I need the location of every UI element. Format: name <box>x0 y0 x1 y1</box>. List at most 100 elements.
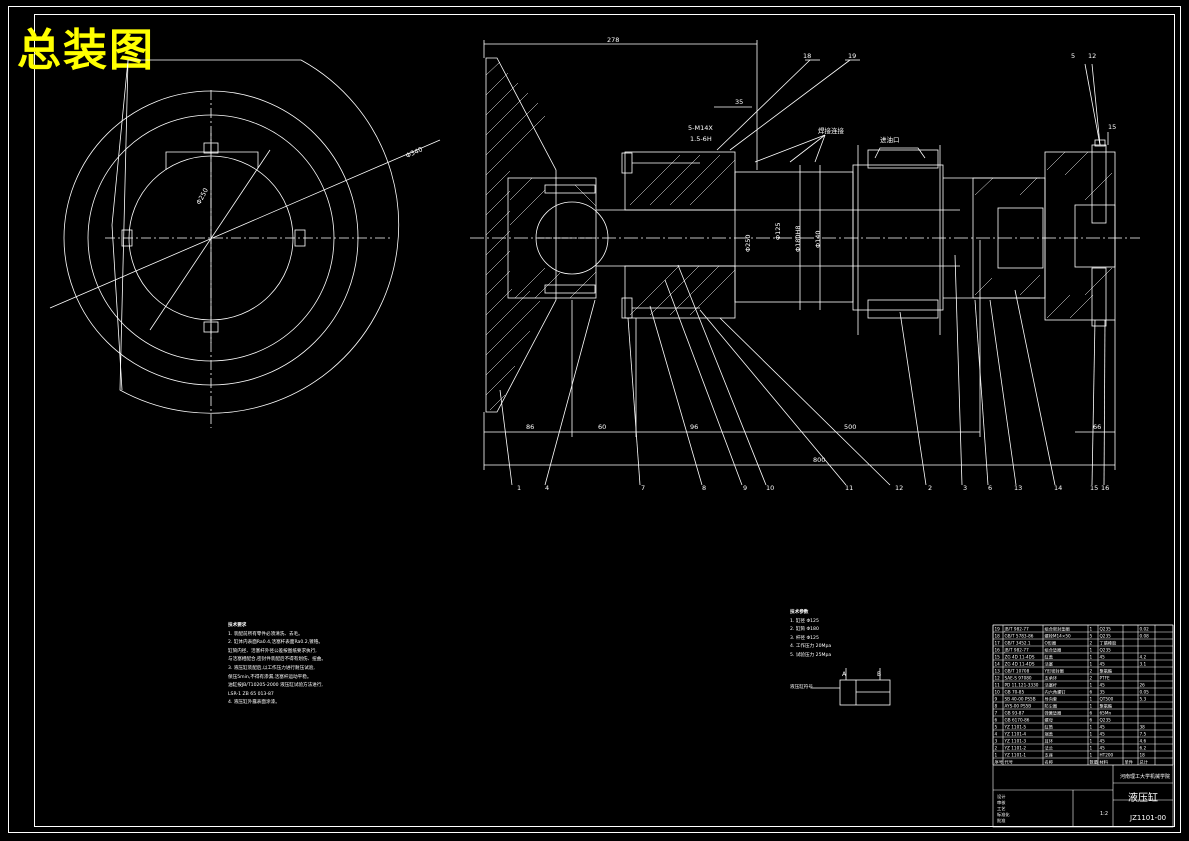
callout-top-5: 5 <box>1071 52 1075 60</box>
bom-cell: 2 <box>1090 641 1093 646</box>
dim-thread-depth: 1.5-6H <box>690 135 712 143</box>
callout-bottom-4: 4 <box>545 484 549 492</box>
bom-cell: 2 <box>1090 676 1093 681</box>
tech-requirement-line: 保压5min,不得有渗漏,活塞杆运动平稳。 <box>228 674 312 680</box>
bom-cell: SB 40-00 PS5B <box>1005 697 1036 702</box>
bom-cell: 支座 <box>1045 752 1053 759</box>
tech-requirements-lines: 1. 装配前所有零件必须清洗、去毛。 2. 缸体内表面Ra0.4,活塞杆表面Ra0… <box>228 631 326 708</box>
bom-cell: GB/T 10708 <box>1005 669 1030 674</box>
dimension-labels: 278 35 5-M14X 1.5-6H 86 60 96 500 800 66… <box>526 36 1116 464</box>
bom-cell: 3.1 <box>1140 662 1147 667</box>
dim-phi250b: Φ250 <box>744 234 752 252</box>
bom-cell: 45 <box>1100 732 1106 737</box>
bom-cell: 1 <box>1090 662 1093 667</box>
bom-header-cell: 单件 <box>1125 759 1133 766</box>
bom-cell: 4.6 <box>1140 739 1147 744</box>
bom-cell: 4 <box>995 732 998 737</box>
bom-cell: 组合密封垫圈 <box>1045 626 1070 633</box>
organization: 河南理工大学机械学院 <box>1120 773 1170 780</box>
bom-cell: 18 <box>995 634 1001 639</box>
tech-requirement-line: 与活塞相配合,密封件装配后不得有划伤、扭曲。 <box>228 657 326 663</box>
sign-label: 工艺 <box>997 806 1005 811</box>
bom-cell: 组合垫圈 <box>1045 647 1062 654</box>
bom-cell: 0.02 <box>1140 627 1150 632</box>
cylinder-symbol <box>812 668 891 706</box>
bom-cell: 6 <box>1090 711 1093 716</box>
dim-66: 66 <box>1093 423 1101 431</box>
bom-cell: 7 <box>995 711 998 716</box>
bom-cell: ZG 4D 11-4DS <box>1005 655 1035 660</box>
bom-cell: 12 <box>995 676 1001 681</box>
callout-bottom-15: 15 <box>1090 484 1098 492</box>
bom-cell: AYS-00 PS5B <box>1005 704 1032 709</box>
bom-header-cell: 数量 <box>1090 759 1098 766</box>
sign-label: 批准 <box>997 817 1005 824</box>
section-view <box>470 40 1140 486</box>
dim-278: 278 <box>607 36 619 44</box>
scale: 1:2 <box>1100 811 1108 817</box>
tech-param-line: 4. 工作压力 20Mpa <box>790 644 832 650</box>
bom-cell: 5 <box>995 725 998 730</box>
bom-cell: 弹簧垫圈 <box>1045 710 1062 717</box>
bom-cell: 聚氨酯 <box>1100 668 1113 675</box>
bom-cell: 2 <box>1090 669 1093 674</box>
callout-bottom-10: 10 <box>766 484 774 492</box>
bom-cell: 1 <box>1090 655 1093 660</box>
tech-requirement-line: 1. 装配前所有零件必须清洗、去毛。 <box>228 631 303 637</box>
bom-cell: 支承环 <box>1045 675 1058 682</box>
bom-cell: 2 <box>995 746 998 751</box>
bom-cell: YZ 1101-2 <box>1004 746 1027 751</box>
bom-header-cell: 总计 <box>1140 759 1148 766</box>
bom-cell: 1 <box>1090 704 1093 709</box>
tech-requirement-line: 2. 缸体内表面Ra0.4,活塞杆表面Ra0.2,镀铬。 <box>228 640 323 646</box>
bom-cell: GB 93-87 <box>1005 711 1025 716</box>
bom-cell: 45 <box>1100 683 1106 688</box>
bom-cell: 丁腈橡胶 <box>1100 640 1117 647</box>
callout-bottom-16: 16 <box>1101 484 1109 492</box>
bom-cell: 活塞杆 <box>1045 682 1058 689</box>
bom-cell: 法兰 <box>1045 745 1053 752</box>
bom-cell: YZ 1101-3 <box>1004 739 1027 744</box>
bom-cell: 内六角螺钉 <box>1045 689 1067 696</box>
bom-cell: 19 <box>995 627 1001 632</box>
bom-cell: SAE-S 97080 <box>1005 676 1032 681</box>
bom-cell: 1 <box>1090 725 1093 730</box>
port-b-label: B <box>877 671 881 678</box>
bom-cell: 1 <box>1090 683 1093 688</box>
bom-cell: 3 <box>995 739 998 744</box>
tech-requirement-line: 4. 液压缸外露表面涂漆。 <box>228 700 280 706</box>
callout-bottom-2: 2 <box>928 484 932 492</box>
bom-cell: 1 <box>1090 627 1093 632</box>
bom-cell: 缸盖 <box>1045 654 1053 660</box>
callout-bottom-1: 1 <box>517 484 521 492</box>
dim-800: 800 <box>813 456 825 464</box>
dim-500: 500 <box>844 423 856 431</box>
bom-cell: 1 <box>1090 739 1093 744</box>
dim-phi180: Φ180H8 <box>794 225 802 252</box>
callout-bottom-6: 6 <box>988 484 992 492</box>
bom-cell: 65Mn <box>1100 711 1112 716</box>
drawing-outer-frame <box>8 6 1181 833</box>
end-view-dim-phi340: Φ340 <box>405 145 424 159</box>
tech-requirement-line: 缸筒内径、活塞杆外径公差按图纸要求执行, <box>228 648 317 654</box>
bom-cell: GB/T 5783-86 <box>1005 634 1034 639</box>
callout-bottom-8: 8 <box>702 484 706 492</box>
dim-phi125: Φ125 <box>774 222 782 240</box>
tech-requirements-heading: 技术要求 <box>228 623 247 628</box>
bom-cell: O形圈 <box>1045 640 1057 647</box>
bom-header-cell: 名称 <box>1045 759 1053 766</box>
tech-param-line: 1. 缸径 Φ125 <box>790 618 819 624</box>
bom-cell: YZ 1101-4 <box>1004 732 1027 737</box>
bom-cell: 1 <box>1090 732 1093 737</box>
bom-cell: 26 <box>1140 683 1146 688</box>
bom-cell: Q235 <box>1100 634 1112 639</box>
bom-cell: 35 <box>1100 690 1106 695</box>
bom-cell: Q235 <box>1100 718 1112 723</box>
title-block <box>992 624 1174 828</box>
bom-cell: 5 <box>1090 634 1093 639</box>
bom-cell: 38 <box>1140 725 1146 730</box>
bom-cell: 6 <box>1090 718 1093 723</box>
